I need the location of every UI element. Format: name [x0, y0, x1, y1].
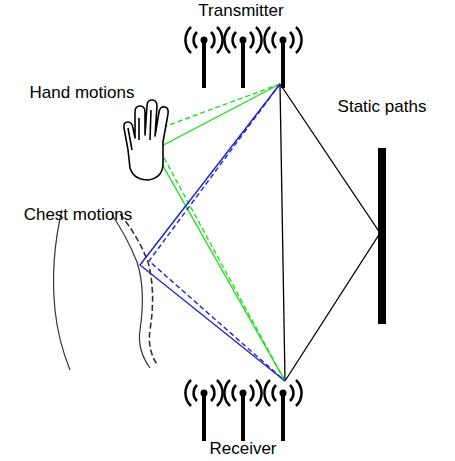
- body-outline: [54, 210, 158, 370]
- caption-label: Receiver: [209, 440, 276, 459]
- caption-label: Hand motions: [30, 84, 135, 103]
- hand-path: [150, 84, 285, 381]
- caption-label: Static paths: [338, 98, 427, 117]
- static-path: [280, 84, 380, 381]
- hand-icon: [124, 100, 168, 180]
- caption-label: Transmitter: [198, 2, 283, 21]
- reflector-wall: [378, 148, 386, 324]
- caption-label: Chest motions: [24, 206, 133, 225]
